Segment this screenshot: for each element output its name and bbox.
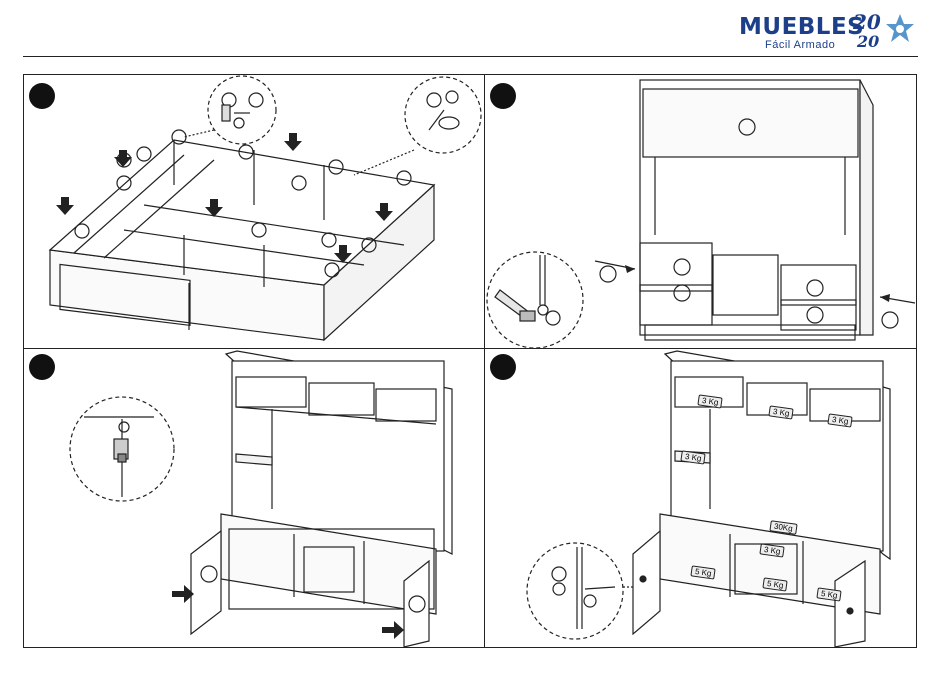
brand-year-bottom: 20 (857, 32, 879, 51)
step-1-illustration (24, 75, 484, 348)
brand-name: MUEBLES (739, 14, 864, 40)
step-1-panel (24, 75, 484, 348)
brand-logo: MUEBLES Fácil Armado 20 20 (735, 8, 915, 58)
step-3-illustration (24, 349, 484, 647)
step-3-panel (24, 349, 484, 647)
step-4-panel: 3 Kg 3 Kg 3 Kg 3 Kg 30Kg 3 Kg 5 Kg 5 Kg … (485, 349, 917, 647)
header-rule (23, 56, 918, 57)
step-2-panel (485, 75, 917, 348)
puzzle-star-icon (885, 12, 915, 52)
brand-year-top: 20 (853, 10, 881, 34)
brand-tagline: Fácil Armado (765, 39, 835, 51)
step-2-illustration (485, 75, 917, 348)
